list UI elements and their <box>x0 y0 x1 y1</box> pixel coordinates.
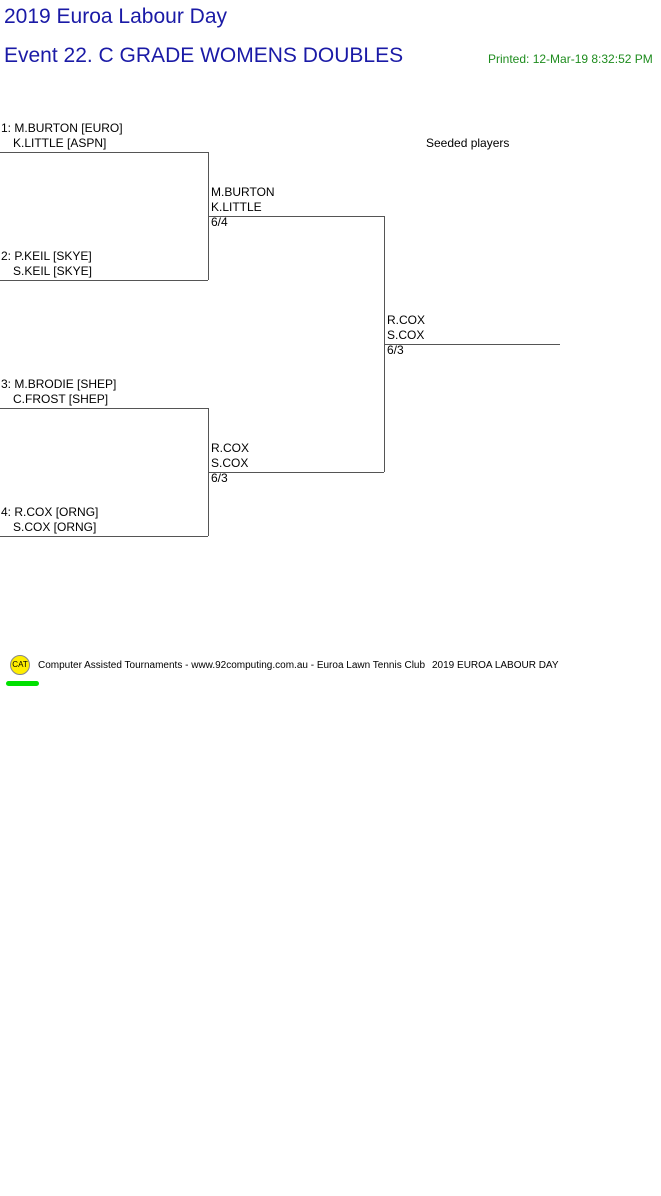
tournament-title: 2019 Euroa Labour Day <box>4 5 227 28</box>
player-name: R.COX [ORNG] <box>14 505 99 519</box>
seeded-players-label: Seeded players <box>426 136 510 150</box>
player-name: P.KEIL [SKYE] <box>14 249 92 263</box>
partner-name: S.COX <box>211 456 249 470</box>
seed-number: 3: <box>1 377 12 391</box>
bracket-line <box>0 408 208 409</box>
partner-name: C.FROST [SHEP] <box>13 392 109 406</box>
winner-name: R.COX <box>211 441 250 455</box>
match-score: 6/4 <box>211 215 228 229</box>
winner-name: R.COX <box>387 313 426 327</box>
bracket-line <box>208 472 384 473</box>
match-score: 6/3 <box>387 343 404 357</box>
footer-credit: Computer Assisted Tournaments - www.92co… <box>38 660 426 671</box>
match-score: 6/3 <box>211 471 228 485</box>
bracket-line <box>0 152 208 153</box>
seed-number: 1: <box>1 121 12 135</box>
partner-name: S.COX [ORNG] <box>13 520 97 534</box>
player-name: M.BURTON [EURO] <box>14 121 123 135</box>
bracket-line <box>0 280 208 281</box>
logo-underline <box>6 681 39 686</box>
partner-name: S.COX <box>387 328 425 342</box>
partner-name: K.LITTLE <box>211 200 262 214</box>
winner-name: M.BURTON <box>211 185 275 199</box>
partner-name: K.LITTLE [ASPN] <box>13 136 107 150</box>
cat-logo-icon: CAT <box>10 655 30 675</box>
player-name: M.BRODIE [SHEP] <box>14 377 117 391</box>
bracket-line <box>0 536 208 537</box>
printed-timestamp: Printed: 12-Mar-19 8:32:52 PM <box>488 52 653 66</box>
bracket-line <box>384 344 560 345</box>
footer-event-name: 2019 EUROA LABOUR DAY <box>432 660 559 671</box>
seed-number: 4: <box>1 505 12 519</box>
seed-number: 2: <box>1 249 12 263</box>
partner-name: S.KEIL [SKYE] <box>13 264 92 278</box>
bracket-line <box>208 216 384 217</box>
event-title: Event 22. C GRADE WOMENS DOUBLES <box>4 44 404 67</box>
